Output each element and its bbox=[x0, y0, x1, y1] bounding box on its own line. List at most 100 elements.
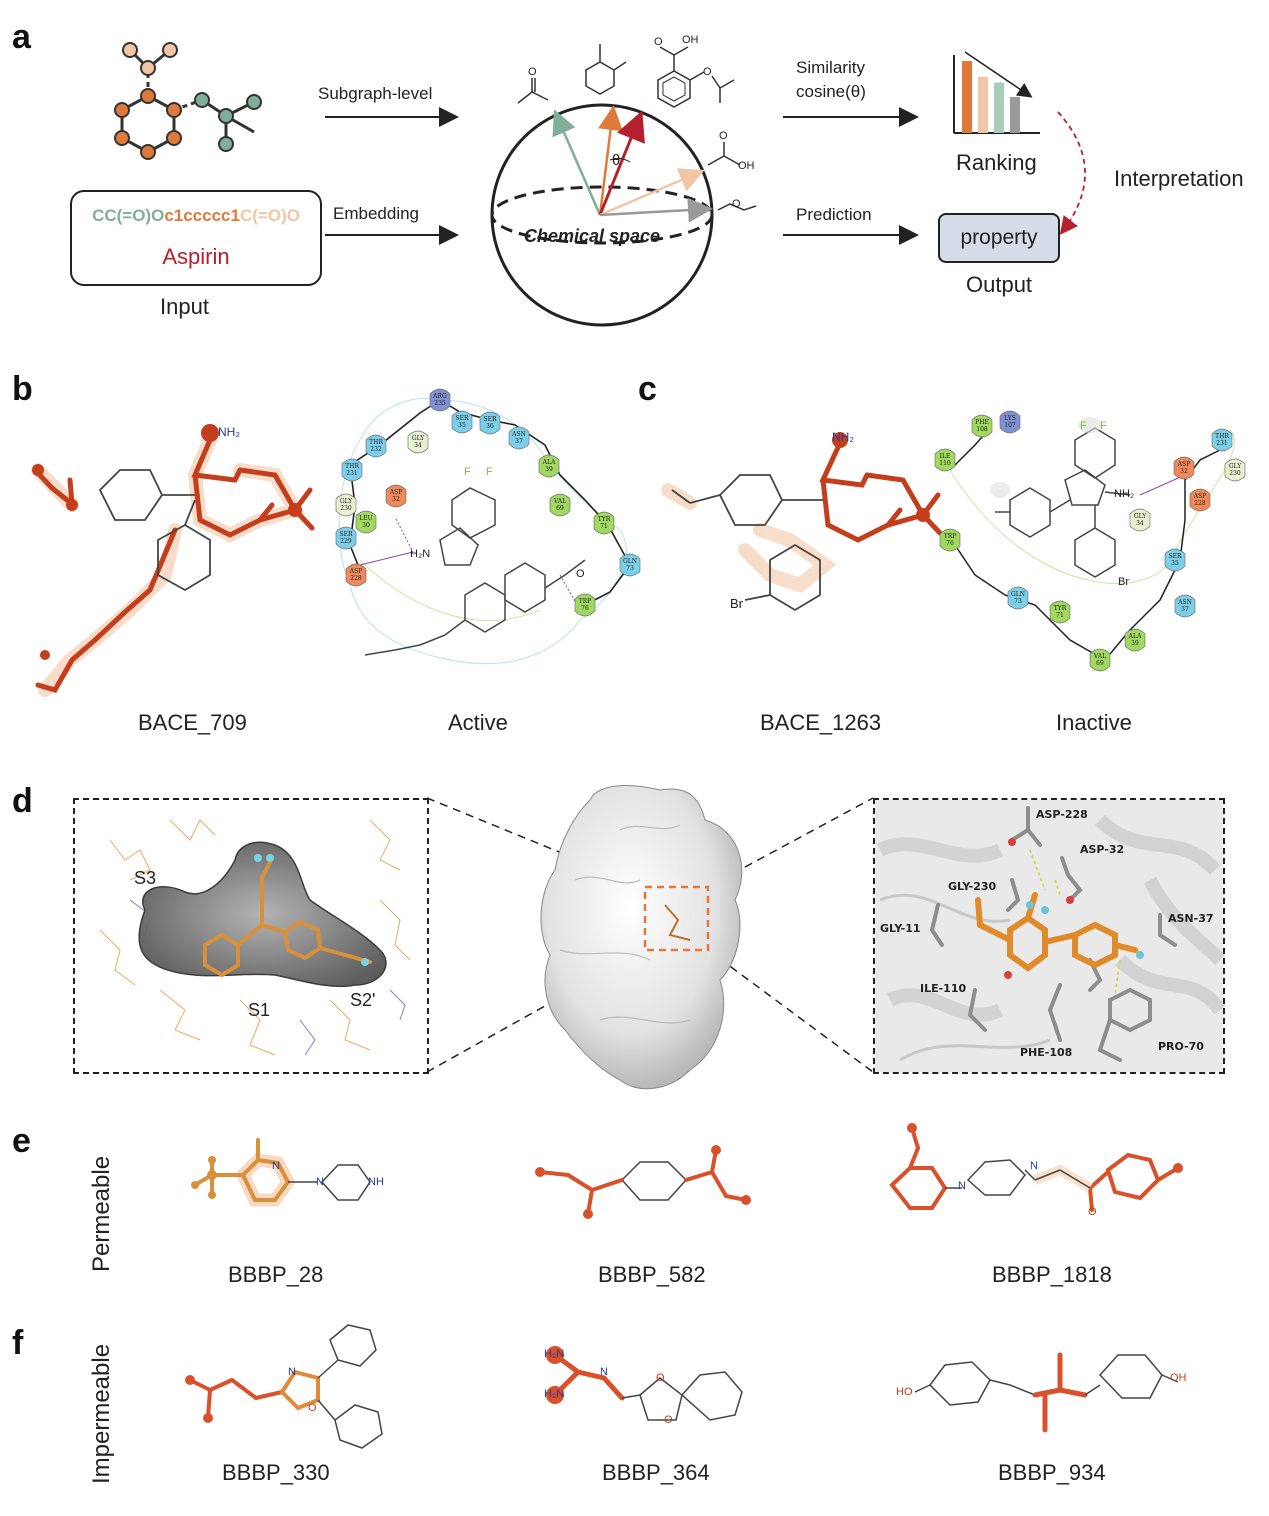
e-n3: N bbox=[958, 1180, 966, 1192]
b-h2n: H₂N bbox=[410, 548, 431, 560]
panel-label-f: f bbox=[12, 1324, 24, 1362]
bace1263-interaction-diagram bbox=[934, 410, 1246, 672]
residue-number: 39 bbox=[545, 466, 553, 473]
residue-name: GLN bbox=[1010, 591, 1026, 598]
b-residue-badge bbox=[508, 426, 530, 450]
b-f2: F bbox=[486, 466, 493, 478]
c-nh2: NH₂ bbox=[832, 430, 854, 444]
residue-number: 107 bbox=[1004, 422, 1016, 429]
residue-name: ILE bbox=[939, 453, 951, 460]
residue-number: 36 bbox=[486, 423, 494, 430]
e-o1: O bbox=[1088, 1206, 1097, 1218]
b-residue-badge bbox=[429, 388, 451, 412]
c-residue-badge bbox=[1049, 600, 1071, 624]
res-asp228: ASP-228 bbox=[1036, 808, 1088, 821]
interpretation-arrow bbox=[1057, 111, 1086, 235]
bbbp582-molecule bbox=[535, 1145, 751, 1219]
c-residue-badge bbox=[1124, 628, 1146, 652]
interpretation-label: Interpretation bbox=[1114, 166, 1244, 191]
residue-name: VAL bbox=[1093, 653, 1107, 660]
residue-name: THR bbox=[1215, 433, 1229, 440]
bbbp330-caption: BBBP_330 bbox=[222, 1460, 330, 1485]
residue-name: SER bbox=[455, 415, 469, 422]
residue-number: 231 bbox=[1216, 440, 1228, 447]
frag-o-4: O bbox=[719, 130, 728, 142]
residue-number: 230 bbox=[340, 505, 352, 512]
residue-number: 232 bbox=[370, 446, 382, 453]
residue-number: 228 bbox=[1194, 500, 1206, 507]
residue-number: 76 bbox=[946, 540, 954, 547]
frag-oh-2: OH bbox=[738, 160, 755, 172]
c-residue-badge bbox=[971, 414, 993, 438]
input-box: CC(=O)Oc1ccccc1C(=O)O Aspirin bbox=[70, 190, 322, 286]
residue-number: 108 bbox=[976, 426, 988, 433]
impermeable-label: Impermeable bbox=[88, 1343, 115, 1484]
b-residue-badge bbox=[341, 458, 363, 482]
bbbp1818-caption: BBBP_1818 bbox=[992, 1262, 1112, 1287]
res-pro70: PRO-70 bbox=[1158, 1040, 1204, 1053]
ranking-bar bbox=[978, 76, 988, 133]
c-residue-badge bbox=[1174, 594, 1196, 618]
f-h2n-2: H₂N bbox=[544, 1388, 565, 1400]
residue-name: SER bbox=[483, 416, 497, 423]
residue-name: ASP bbox=[1177, 461, 1191, 468]
b-residue-badge bbox=[335, 493, 357, 517]
residue-number: 37 bbox=[1181, 606, 1189, 613]
panel-label-a: a bbox=[12, 18, 31, 56]
residue-name: ASP bbox=[389, 489, 403, 496]
bace1263-caption: BACE_1263 bbox=[760, 710, 882, 735]
b-residue-badge bbox=[345, 563, 367, 587]
bbbp582-caption: BBBP_582 bbox=[598, 1262, 706, 1287]
c-residue-badge bbox=[1173, 456, 1195, 480]
molecule-name: Aspirin bbox=[162, 244, 230, 269]
residue-name: ARG bbox=[433, 393, 447, 400]
residue-number: 32 bbox=[392, 496, 400, 503]
pocket-zoom-box bbox=[73, 798, 429, 1074]
bbbp330-molecule bbox=[185, 1324, 383, 1449]
c-br-2: Br bbox=[1118, 576, 1129, 588]
frag-oh-1: OH bbox=[682, 34, 699, 46]
frag-o-1: O bbox=[528, 66, 537, 78]
residue-name: GLN bbox=[622, 558, 638, 565]
residue-number: 73 bbox=[1014, 598, 1022, 605]
ranking-chart bbox=[953, 51, 1040, 134]
detail-zoom-box bbox=[873, 798, 1225, 1074]
residue-name: LYS bbox=[1004, 415, 1016, 422]
frag-o-5: O bbox=[732, 198, 741, 210]
residue-number: 35 bbox=[458, 422, 466, 429]
residue-name: TRP bbox=[943, 533, 957, 540]
smiles-part-2: c1ccccc1 bbox=[164, 206, 240, 225]
pocket-s2: S2' bbox=[350, 990, 376, 1010]
residue-name: TYR bbox=[1053, 605, 1067, 612]
ranking-bar bbox=[994, 82, 1004, 133]
protein-surface bbox=[540, 785, 743, 1090]
e-n4: N bbox=[1030, 1160, 1038, 1172]
output-label: Output bbox=[966, 272, 1033, 297]
c-residue-badge bbox=[1164, 548, 1186, 572]
residue-name: GLY bbox=[1133, 513, 1147, 520]
input-label: Input bbox=[160, 294, 209, 319]
residue-name: TRP bbox=[578, 598, 592, 605]
residue-number: 231 bbox=[346, 470, 358, 477]
aspirin-subgraph bbox=[114, 42, 262, 160]
pocket-s3: S3 bbox=[134, 868, 157, 888]
panel-label-d: d bbox=[12, 782, 33, 820]
permeable-label: Permeable bbox=[88, 1155, 115, 1272]
bace709-interaction-diagram bbox=[335, 388, 641, 665]
b-o: O bbox=[576, 568, 585, 580]
